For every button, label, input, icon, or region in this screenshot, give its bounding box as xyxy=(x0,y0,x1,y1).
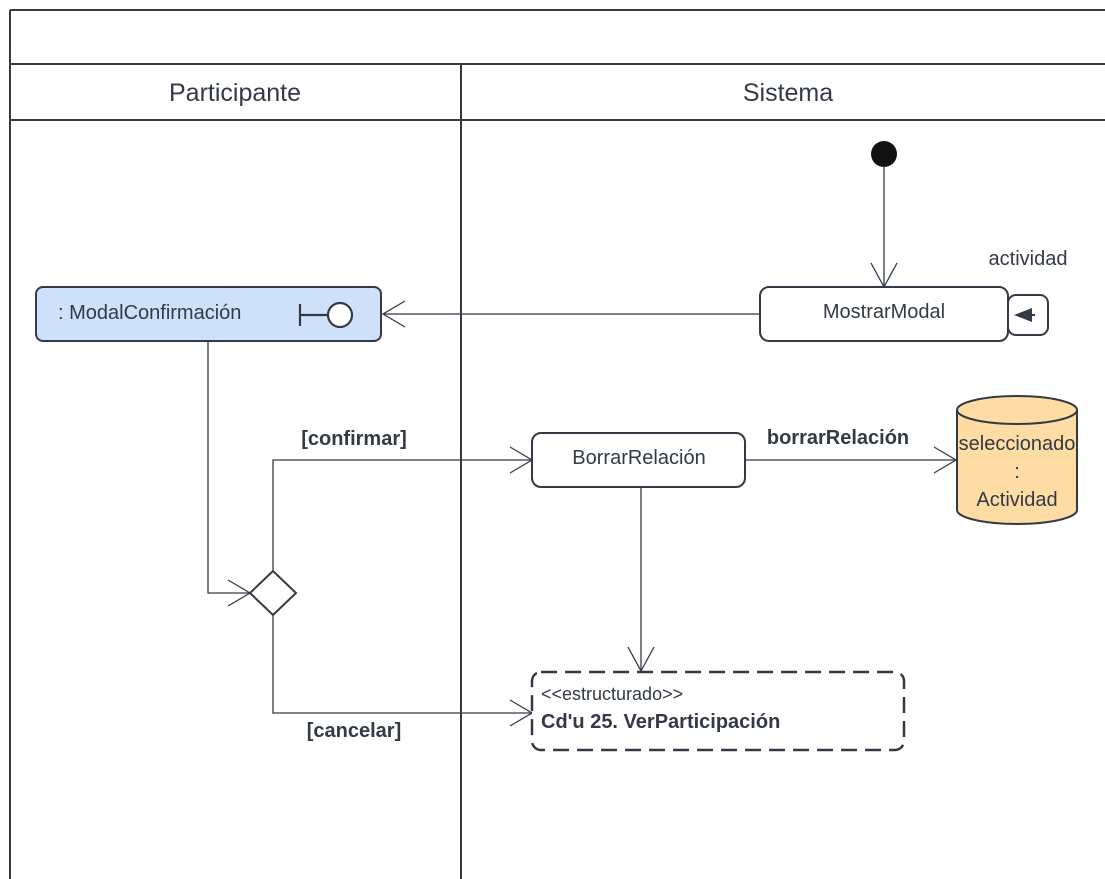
guard-cancelar: [cancelar] xyxy=(307,720,402,742)
borrar-relacion-action: BorrarRelación xyxy=(531,432,746,488)
boundary-icon xyxy=(298,301,354,329)
flow-label-borrar-relacion: borrarRelación xyxy=(767,427,909,449)
actividad-pin-label: actividad xyxy=(989,248,1068,270)
flow-borrar-relacion-to-datastore xyxy=(745,446,958,474)
modal-confirmacion-label: : ModalConfirmación xyxy=(58,302,241,324)
subactivity-stereotype: <<estructurado>> xyxy=(541,684,683,704)
pin-arrow-icon xyxy=(1014,308,1032,322)
subactivity-node: <<estructurado>> Cd'u 25. VerParticipaci… xyxy=(530,670,906,752)
guard-confirmar: [confirmar] xyxy=(301,428,407,450)
flow-cancelar xyxy=(272,615,534,727)
datastore-node: seleccionado : Actividad xyxy=(956,395,1078,525)
borrar-relacion-label: BorrarRelación xyxy=(572,447,705,469)
subactivity-name: Cd'u 25. VerParticipación xyxy=(541,711,780,733)
flow-mostrar-modal-to-modal xyxy=(381,300,760,328)
datastore-line3: Actividad xyxy=(976,489,1057,511)
flow-confirmar xyxy=(272,446,534,571)
mostrar-modal-action: MostrarModal xyxy=(759,286,1009,342)
mostrar-modal-label: MostrarModal xyxy=(823,301,945,323)
modal-confirmacion-node: : ModalConfirmación xyxy=(35,286,382,342)
lane-title-sistema: Sistema xyxy=(743,79,833,107)
flow-initial-to-mostrar-modal xyxy=(870,167,898,289)
swimlane-frame xyxy=(9,9,1105,879)
decision-node xyxy=(248,569,298,617)
lane-title-participante: Participante xyxy=(169,79,301,107)
flow-modal-to-decision xyxy=(207,341,252,607)
actividad-pin xyxy=(1007,294,1049,336)
initial-node xyxy=(871,141,897,167)
datastore-line2: : xyxy=(1014,461,1020,483)
flow-borrar-relacion-to-subactivity xyxy=(627,488,655,673)
datastore-line1: seleccionado xyxy=(959,433,1076,455)
